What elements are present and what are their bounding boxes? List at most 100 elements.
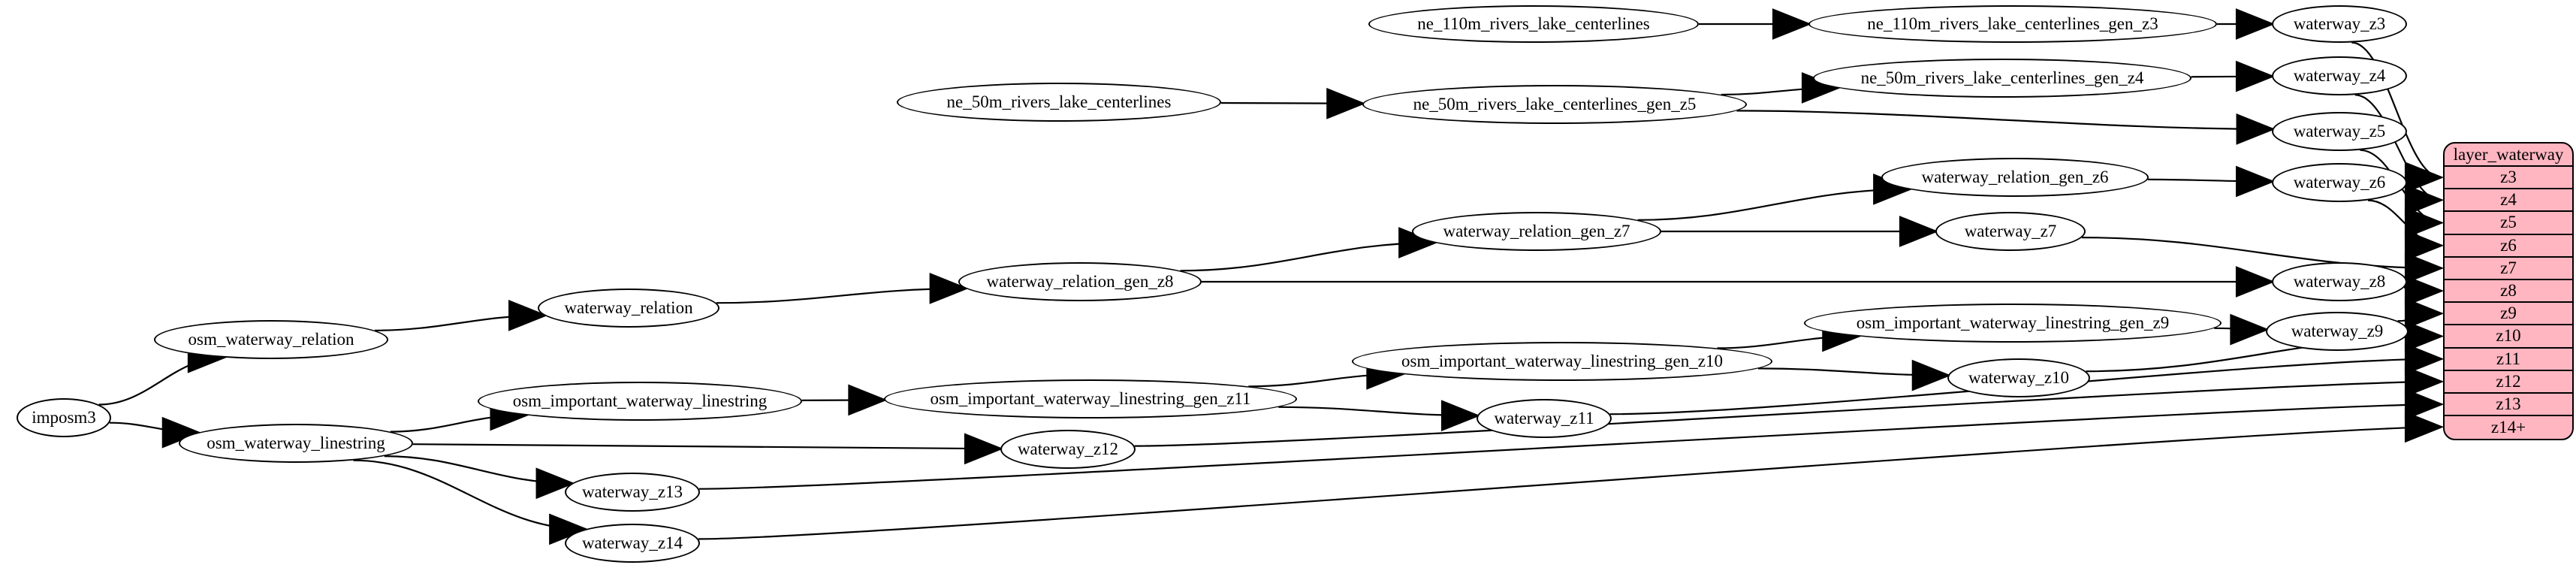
edge-osm_waterway_relation-to-waterway_relation [374, 300, 548, 331]
node-waterway_relation_gen_z7: waterway_relation_gen_z7 [1412, 212, 1661, 251]
node-label: ne_50m_rivers_lake_centerlines_gen_z5 [1413, 95, 1697, 113]
node-waterway_z14: waterway_z14 [565, 524, 700, 563]
edge-imposm3-to-osm_waterway_relation [98, 341, 228, 406]
table-row-z14+: z14+ [2445, 416, 2572, 439]
node-label: waterway_relation [564, 298, 693, 317]
table-row-z11: z11 [2445, 349, 2572, 371]
table-title: layer_waterway [2445, 144, 2572, 167]
node-label: osm_important_waterway_linestring_gen_z9 [1856, 313, 2170, 332]
node-label: imposm3 [32, 408, 96, 427]
node-label: waterway_relation_gen_z7 [1443, 222, 1630, 240]
table-row-label: z8 [2500, 281, 2517, 301]
edge-osm_important_waterway_linestring_gen_z10-to-waterway_z10 [1757, 359, 1951, 391]
node-waterway_z4: waterway_z4 [2272, 56, 2407, 95]
node-waterway_relation_gen_z8: waterway_relation_gen_z8 [958, 262, 1202, 301]
node-label: waterway_relation_gen_z8 [986, 272, 1174, 291]
table-row-label: z5 [2500, 213, 2517, 232]
table-row-label: z10 [2496, 326, 2521, 346]
edge-waterway_z12-to-layer_waterway-z12 [1134, 366, 2445, 447]
node-osm_important_waterway_linestring_gen_z9: osm_important_waterway_linestring_gen_z9 [1804, 304, 2222, 343]
node-label: osm_important_waterway_linestring_gen_z1… [1401, 352, 1723, 370]
edge-ne_50m_rivers_lake_centerlines_gen_z5-to-waterway_z5 [1736, 110, 2276, 145]
node-waterway_z11: waterway_z11 [1477, 399, 1612, 438]
node-waterway_z3: waterway_z3 [2272, 5, 2407, 43]
table-row-label: z11 [2496, 349, 2521, 368]
edge-waterway_z9-to-layer_waterway-z9 [2397, 298, 2445, 330]
node-label: waterway_z6 [2293, 173, 2386, 192]
table-row-label: z6 [2500, 235, 2517, 255]
table-row-label: z9 [2500, 304, 2517, 323]
node-ne_110m_rivers_lake_centerlines: ne_110m_rivers_lake_centerlines [1368, 5, 1699, 43]
node-osm_important_waterway_linestring_gen_z11: osm_important_waterway_linestring_gen_z1… [884, 379, 1297, 418]
node-ne_50m_rivers_lake_centerlines: ne_50m_rivers_lake_centerlines [897, 83, 1221, 122]
edge-imposm3-to-osm_waterway_linestring [109, 416, 201, 449]
edge-waterway_z13-to-layer_waterway-z13 [698, 388, 2445, 490]
node-ne_50m_rivers_lake_centerlines_gen_z5: ne_50m_rivers_lake_centerlines_gen_z5 [1362, 85, 1747, 124]
node-ne_50m_rivers_lake_centerlines_gen_z4: ne_50m_rivers_lake_centerlines_gen_z4 [1813, 59, 2191, 98]
table-row-label: z13 [2496, 394, 2521, 413]
edge-osm_important_waterway_linestring_gen_z11-to-waterway_z11 [1278, 400, 1481, 432]
node-label: waterway_z7 [1964, 222, 2057, 240]
node-label: waterway_z3 [2293, 14, 2386, 33]
table-row-z5: z5 [2445, 212, 2572, 235]
table-row-z4: z4 [2445, 189, 2572, 213]
table-row-label: z7 [2500, 258, 2517, 277]
node-label: waterway_z5 [2293, 122, 2386, 140]
node-label: osm_waterway_linestring [207, 434, 385, 452]
edge-osm_waterway_linestring-to-waterway_z14 [353, 459, 589, 545]
node-label: waterway_z11 [1494, 409, 1594, 428]
node-label: waterway_z4 [2293, 66, 2386, 85]
table-row-label: z14+ [2490, 418, 2526, 437]
table-row-z9: z9 [2445, 303, 2572, 326]
node-ne_110m_rivers_lake_centerlines_gen_z3: ne_110m_rivers_lake_centerlines_gen_z3 [1808, 5, 2217, 43]
node-label: waterway_z9 [2291, 322, 2384, 340]
node-waterway_z10: waterway_z10 [1947, 358, 2090, 397]
node-label: osm_important_waterway_linestring [512, 391, 768, 410]
table-row-z6: z6 [2445, 235, 2572, 258]
edge-waterway_z8-to-layer_waterway-z8 [2403, 275, 2445, 307]
node-osm_waterway_linestring: osm_waterway_linestring [179, 424, 413, 463]
table-row-label: z4 [2500, 190, 2517, 210]
node-label: waterway_z13 [581, 482, 683, 501]
edge-osm_important_waterway_linestring_gen_z11-to-osm_important_waterway_linestring_gen_z10 [1248, 358, 1406, 390]
node-waterway_z12: waterway_z12 [1000, 430, 1136, 469]
table-row-label: z3 [2500, 168, 2517, 187]
table-row-z7: z7 [2445, 258, 2572, 280]
table-row-label: z12 [2496, 371, 2521, 391]
node-label: waterway_z8 [2293, 272, 2386, 291]
edge-osm_important_waterway_linestring_gen_z9-to-waterway_z9 [2214, 313, 2270, 346]
node-label: osm_waterway_relation [188, 330, 354, 349]
edge-waterway_z3-to-layer_waterway-z3 [2351, 41, 2445, 193]
node-waterway_relation: waterway_relation [538, 289, 719, 328]
node-waterway_z13: waterway_z13 [565, 473, 700, 512]
node-waterway_relation_gen_z6: waterway_relation_gen_z6 [1881, 158, 2149, 197]
edge-ne_50m_rivers_lake_centerlines_gen_z5-to-ne_50m_rivers_lake_centerlines_gen_z4 [1721, 72, 1842, 104]
node-label: ne_110m_rivers_lake_centerlines [1417, 14, 1650, 33]
node-label: osm_important_waterway_linestring_gen_z1… [930, 389, 1251, 408]
edge-waterway_z7-to-layer_waterway-z7 [2081, 237, 2445, 284]
edge-osm_waterway_linestring-to-waterway_z13 [384, 455, 575, 500]
node-label: ne_110m_rivers_lake_centerlines_gen_z3 [1867, 14, 2158, 33]
node-osm_important_waterway_linestring_gen_z10: osm_important_waterway_linestring_gen_z1… [1352, 342, 1772, 381]
edge-osm_waterway_linestring-to-waterway_z12 [412, 433, 1004, 465]
node-osm_important_waterway_linestring: osm_important_waterway_linestring [478, 382, 802, 421]
layer-waterway-table: layer_waterway z3 z4 z5 z6 z7 z8 z9 z10 z11 z12 z1… [2443, 142, 2574, 441]
edge-waterway_relation_gen_z8-to-waterway_relation_gen_z7 [1180, 227, 1438, 272]
node-waterway_z9: waterway_z9 [2266, 312, 2409, 351]
edge-waterway_relation_gen_z7-to-waterway_relation_gen_z6 [1637, 174, 1913, 221]
edge-ne_50m_rivers_lake_centerlines-to-ne_50m_rivers_lake_centerlines_gen_z5 [1220, 87, 1366, 119]
table-row-z8: z8 [2445, 280, 2572, 304]
node-label: ne_50m_rivers_lake_centerlines_gen_z4 [1860, 68, 2144, 87]
table-row-z10: z10 [2445, 325, 2572, 349]
table-row-z12: z12 [2445, 371, 2572, 394]
node-label: waterway_z14 [581, 533, 683, 552]
node-osm_waterway_relation: osm_waterway_relation [154, 320, 388, 359]
edge-waterway_z14-to-layer_waterway-z14+ [698, 411, 2445, 540]
node-waterway_z7: waterway_z7 [1935, 212, 2086, 251]
node-waterway_z6: waterway_z6 [2272, 163, 2407, 202]
node-waterway_z8: waterway_z8 [2272, 262, 2407, 301]
edge-osm_waterway_linestring-to-osm_important_waterway_linestring [390, 399, 529, 433]
edge-waterway_z6-to-layer_waterway-z6 [2367, 199, 2445, 261]
table-row-z3: z3 [2445, 167, 2572, 190]
